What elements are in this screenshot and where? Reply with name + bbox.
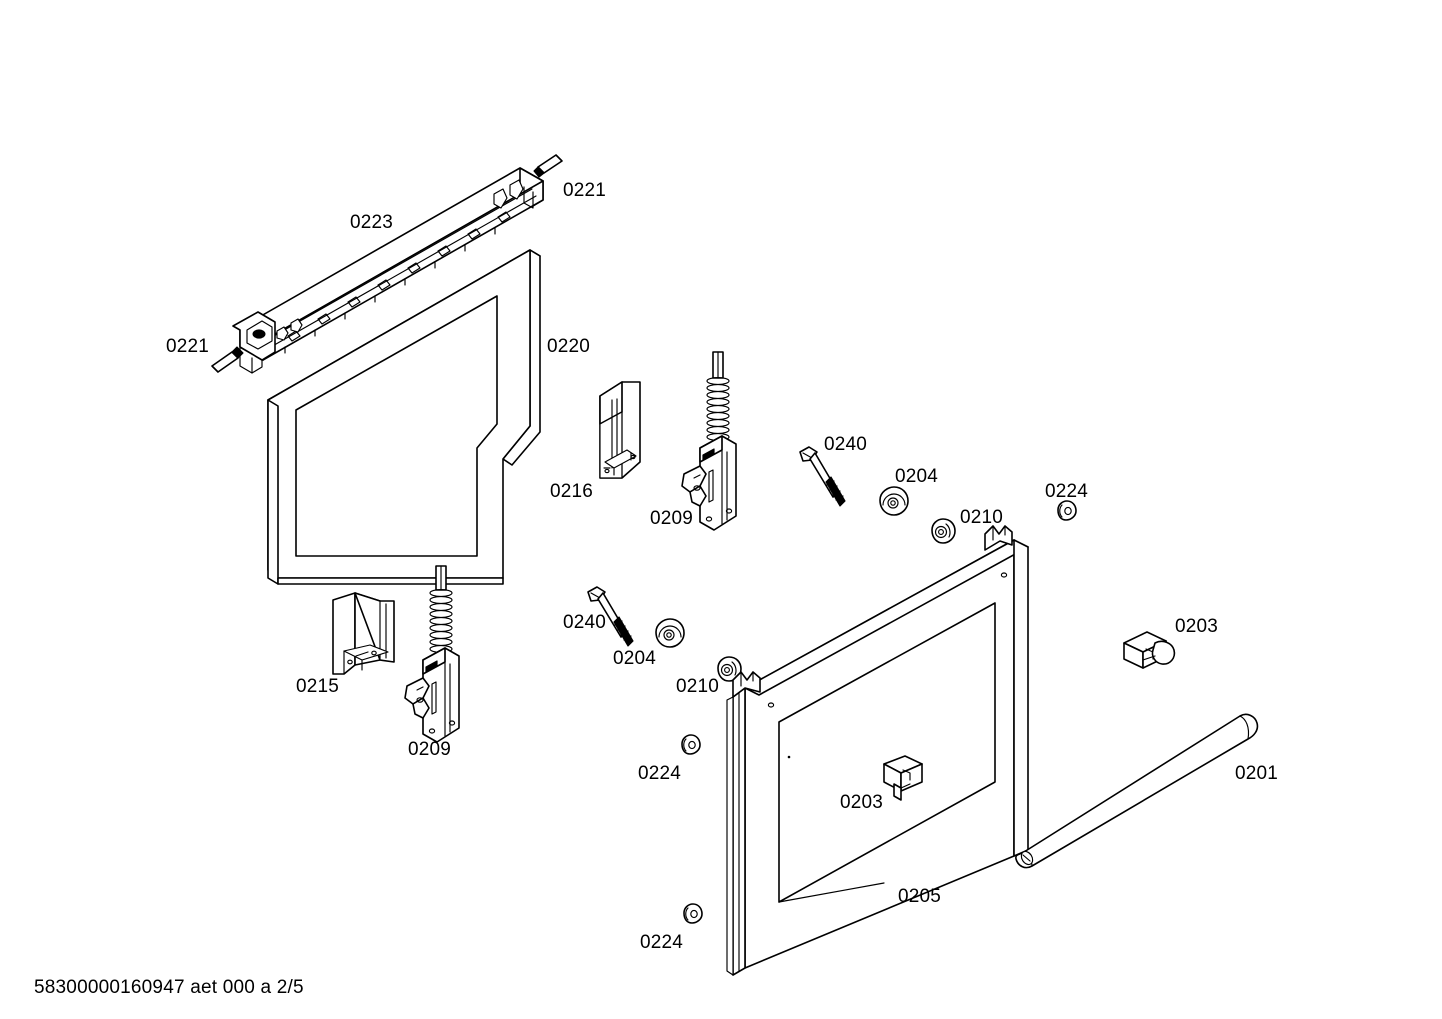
part-clip-0224-left-upper <box>681 734 701 755</box>
part-clip-0224-left-lower <box>683 903 703 924</box>
label-0240-lower: 0240 <box>563 612 606 633</box>
part-inner-door-panel-0220 <box>267 249 541 585</box>
part-spacer-0210-lower <box>717 656 742 682</box>
part-washer-0204-lower <box>655 618 685 648</box>
label-0210-lower: 0210 <box>676 676 719 697</box>
label-0209-upper: 0209 <box>650 508 693 529</box>
label-0205: 0205 <box>898 886 941 907</box>
label-0215: 0215 <box>296 676 339 697</box>
part-washer-0204-upper <box>879 486 909 516</box>
part-pin-0221-right <box>533 154 563 178</box>
label-0221-left: 0221 <box>166 336 209 357</box>
label-0220: 0220 <box>547 336 590 357</box>
part-door-clip-0203-standalone <box>1123 631 1176 669</box>
label-0210-upper: 0210 <box>960 507 1003 528</box>
label-0204-upper: 0204 <box>895 466 938 487</box>
label-0203-on-panel: 0203 <box>840 792 883 813</box>
part-hinge-0209-lower <box>404 565 460 743</box>
part-handle-bar-0223 <box>232 167 544 374</box>
footer-document-code: 58300000160947 aet 000 a 2/5 <box>34 977 304 998</box>
part-door-clip-0203-on-panel <box>883 755 923 801</box>
part-bracket-0215 <box>332 592 395 675</box>
label-0224-left-upper: 0224 <box>638 763 681 784</box>
part-spacer-0210-upper <box>931 518 956 544</box>
label-0203-standalone: 0203 <box>1175 616 1218 637</box>
label-0224-left-lower: 0224 <box>640 932 683 953</box>
part-pin-0221-left <box>211 346 244 373</box>
part-outer-door-panel-0205 <box>726 525 1029 976</box>
label-0240-upper: 0240 <box>824 434 867 455</box>
label-0209-lower: 0209 <box>408 739 451 760</box>
part-hinge-0209-upper <box>681 351 737 531</box>
label-0224-right: 0224 <box>1045 481 1088 502</box>
part-clip-0224-right <box>1057 500 1077 521</box>
part-bracket-0216 <box>599 381 641 479</box>
label-0216: 0216 <box>550 481 593 502</box>
part-screw-0240-upper <box>799 446 846 507</box>
label-0223: 0223 <box>350 212 393 233</box>
part-handle-rod-0201 <box>1015 713 1259 869</box>
label-0204-lower: 0204 <box>613 648 656 669</box>
part-screw-0240-lower <box>587 586 634 647</box>
label-0201: 0201 <box>1235 763 1278 784</box>
label-0221-right: 0221 <box>563 180 606 201</box>
